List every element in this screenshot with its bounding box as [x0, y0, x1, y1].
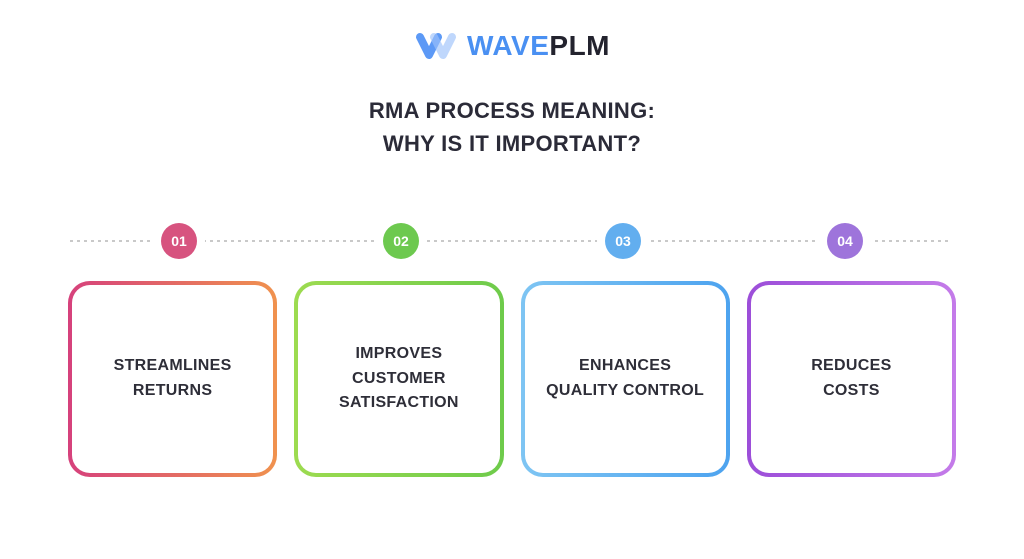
logo-text-plm: PLM — [549, 30, 610, 61]
page-title-line2: WHY IS IT IMPORTANT? — [382, 131, 642, 156]
logo-text-wave: WAVE — [467, 30, 550, 61]
step-card-label: REDUCES COSTS — [811, 357, 892, 399]
timeline-step-03: 03 — [512, 223, 734, 259]
step-card-label: ENHANCES QUALITY CONTROL — [546, 357, 705, 399]
page-title: RMA PROCESS MEANING: WHY IS IT IMPORTANT… — [0, 94, 1024, 160]
waveplm-logo: WAVE PLM — [0, 30, 1024, 62]
step-card-label: STREAMLINES RETURNS — [113, 357, 232, 399]
step-number-badge-03: 03 — [605, 223, 641, 259]
step-card-label: IMPROVES CUSTOMER SATISFACTION — [339, 344, 459, 412]
step-number-badge-02: 02 — [383, 223, 419, 259]
step-card-streamlines-returns: STREAMLINES RETURNS — [68, 281, 277, 477]
step-card-reduces-costs: REDUCES COSTS — [747, 281, 956, 477]
timeline-step-02: 02 — [290, 223, 512, 259]
timeline-dashed-line — [70, 240, 948, 242]
page-title-line1: RMA PROCESS MEANING: — [368, 98, 656, 123]
step-number-badge-04: 04 — [827, 223, 863, 259]
timeline-step-04: 04 — [734, 223, 956, 259]
step-cards-row: STREAMLINES RETURNS IMPROVES CUSTOMER SA… — [68, 281, 956, 477]
step-number-badge-01: 01 — [161, 223, 197, 259]
timeline-step-01: 01 — [68, 223, 290, 259]
step-card-improves-customer-satisfaction: IMPROVES CUSTOMER SATISFACTION — [294, 281, 503, 477]
waveplm-logo-text: WAVE PLM — [467, 30, 610, 62]
step-card-enhances-quality-control: ENHANCES QUALITY CONTROL — [521, 281, 730, 477]
timeline: 01 02 03 04 — [68, 223, 956, 259]
waveplm-w-icon — [414, 30, 458, 62]
